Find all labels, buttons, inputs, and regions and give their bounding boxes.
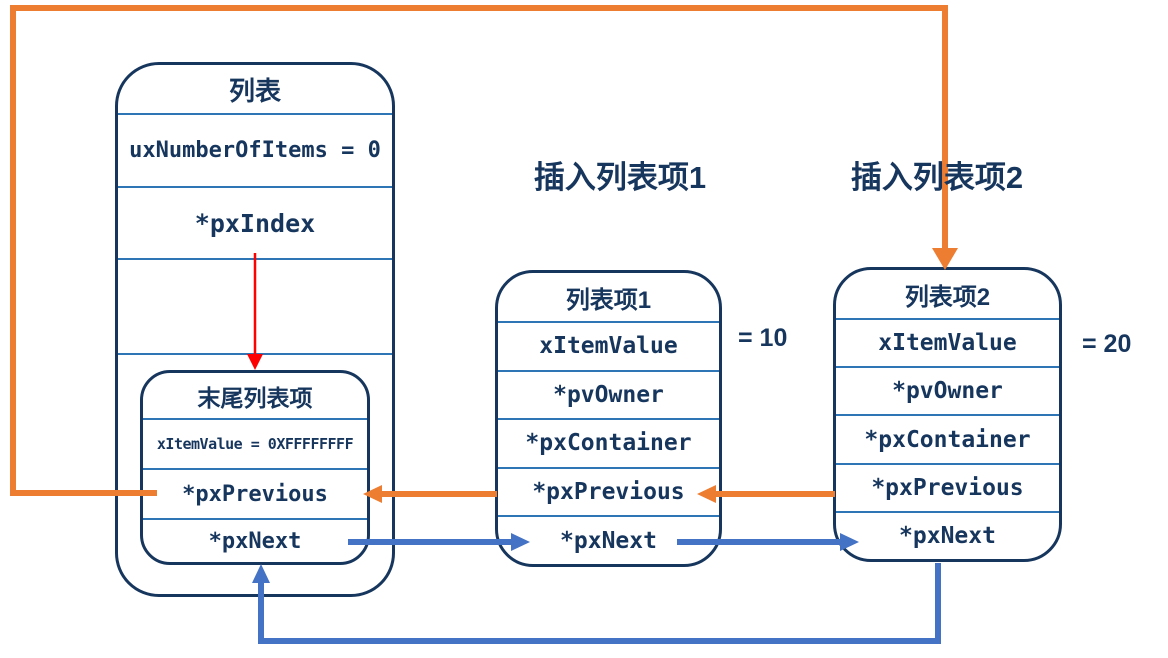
list-row-empty-1: [118, 258, 392, 353]
end-item-title: 末尾列表项: [197, 384, 313, 411]
item1-box: 列表项1 xItemValue *pvOwner *pxContainer *p…: [495, 270, 722, 567]
item2-value-note: = 20: [1082, 330, 1132, 358]
list-row-pxindex: *pxIndex: [118, 186, 392, 258]
item2-row-pxnext: *pxNext: [836, 510, 1059, 559]
end-item-row-pxnext: *pxNext: [143, 518, 367, 562]
end-item-box: 末尾列表项 xItemValue = 0XFFFFFFFF *pxPreviou…: [140, 370, 370, 565]
item2-row-pxcontainer: *pxContainer: [836, 414, 1059, 462]
list-row-uxnumberofitems: uxNumberOfItems = 0: [118, 113, 392, 186]
item1-row-pvowner: *pvOwner: [498, 369, 719, 419]
item1-row-pxnext: *pxNext: [498, 515, 719, 564]
item2-row-pxprevious: *pxPrevious: [836, 462, 1059, 511]
item1-row-xitemvalue: xItemValue: [498, 321, 719, 370]
item1-row-pxprevious: *pxPrevious: [498, 466, 719, 516]
list-box-title: 列表: [228, 75, 281, 106]
item2-title: 列表项2: [904, 283, 991, 311]
insert-item1-label: 插入列表项1: [533, 160, 707, 195]
item1-value-note: = 10: [738, 324, 788, 352]
item2-box: 列表项2 xItemValue *pvOwner *pxContainer *p…: [833, 267, 1062, 562]
item1-row-pxcontainer: *pxContainer: [498, 418, 719, 467]
item2-row-pvowner: *pvOwner: [836, 366, 1059, 414]
item2-row-xitemvalue: xItemValue: [836, 318, 1059, 366]
item1-title: 列表项1: [565, 286, 652, 314]
end-item-row-pxprevious: *pxPrevious: [143, 468, 367, 518]
insert-item2-label: 插入列表项2: [850, 160, 1024, 195]
end-item-row-xitemvalue: xItemValue = 0XFFFFFFFF: [143, 418, 367, 468]
